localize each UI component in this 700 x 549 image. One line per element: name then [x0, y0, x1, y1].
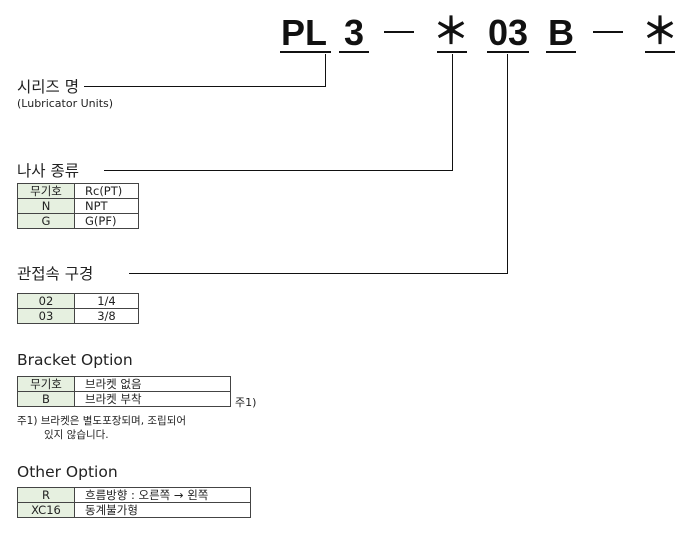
footnote: 있지 않습니다.: [44, 429, 109, 441]
table-row: 무기호 Rc(PT): [17, 183, 139, 199]
desc-cell: G(PF): [74, 213, 139, 229]
code-option: ＊: [642, 10, 679, 51]
port-size-title: 관접속 구경: [17, 265, 94, 283]
code-cell: 03: [17, 308, 75, 324]
series-title: 시리즈 명: [17, 78, 79, 96]
code-size-underline: [339, 51, 369, 53]
code-port-underline: [487, 51, 529, 53]
code-size: 3: [344, 12, 365, 53]
thread-type-title: 나사 종류: [17, 162, 79, 180]
series-leader: [84, 86, 326, 87]
table-row: R 흐름방향 : 오른쪽 → 왼쪽: [17, 487, 251, 503]
code-bracket: B: [548, 12, 574, 53]
code-cell: R: [17, 487, 75, 503]
desc-cell: 1/4: [74, 293, 139, 309]
table-row: XC16 동계불가형: [17, 502, 251, 518]
code-cell: 무기호: [17, 183, 75, 199]
series-subtitle: (Lubricator Units): [17, 97, 114, 110]
series-leader: [325, 54, 326, 86]
desc-cell: 동계불가형: [74, 502, 251, 518]
code-bracket-underline: [546, 51, 576, 53]
port-leader: [507, 54, 508, 273]
table-row: 02 1/4: [17, 293, 139, 309]
code-cell: XC16: [17, 502, 75, 518]
bracket-option-table: 무기호 브라켓 없음 B 브라켓 부착: [17, 376, 231, 407]
code-dash: [384, 31, 414, 33]
table-row: N NPT: [17, 198, 139, 214]
code-cell: 무기호: [17, 376, 75, 392]
desc-cell: Rc(PT): [74, 183, 139, 199]
table-row: 무기호 브라켓 없음: [17, 376, 231, 392]
desc-cell: NPT: [74, 198, 139, 214]
bracket-option-title: Bracket Option: [17, 351, 133, 369]
port-size-table: 02 1/4 03 3/8: [17, 293, 139, 324]
desc-cell: 흐름방향 : 오른쪽 → 왼쪽: [74, 487, 251, 503]
code-cell: B: [17, 391, 75, 407]
port-leader: [129, 273, 508, 274]
code-thread-underline: [437, 51, 467, 53]
table-row: G G(PF): [17, 213, 139, 229]
code-cell: 02: [17, 293, 75, 309]
other-option-table: R 흐름방향 : 오른쪽 → 왼쪽 XC16 동계불가형: [17, 487, 251, 518]
code-port: 03: [488, 12, 529, 53]
table-row: 03 3/8: [17, 308, 139, 324]
table-row: B 브라켓 부착: [17, 391, 231, 407]
thread-type-table: 무기호 Rc(PT) N NPT G G(PF): [17, 183, 139, 229]
code-dash: [593, 31, 623, 33]
other-option-title: Other Option: [17, 463, 118, 481]
desc-cell: 3/8: [74, 308, 139, 324]
code-thread: ＊: [433, 10, 470, 51]
thread-leader: [452, 54, 453, 170]
code-cell: N: [17, 198, 75, 214]
footnote: 주1) 브라켓은 별도포장되며, 조립되어: [17, 415, 187, 427]
code-cell: G: [17, 213, 75, 229]
code-prefix: PL: [281, 12, 328, 53]
desc-cell: 브라켓 없음: [74, 376, 231, 392]
thread-leader: [104, 170, 453, 171]
code-option-underline: [645, 51, 675, 53]
note-marker: 주1): [235, 396, 257, 409]
desc-cell: 브라켓 부착: [74, 391, 231, 407]
code-prefix-underline: [280, 51, 331, 53]
